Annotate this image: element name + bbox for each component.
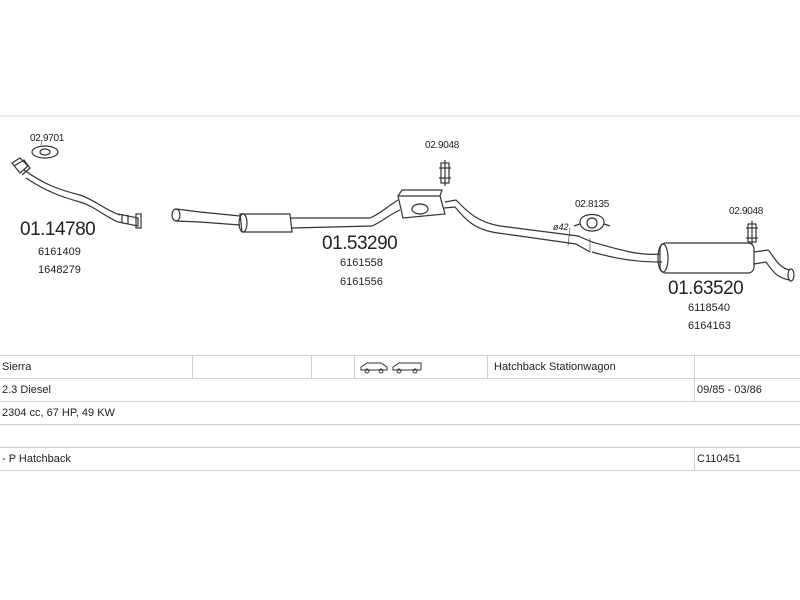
spec-model: Sierra [0,355,193,379]
middle-silencer-oe-2: 6161556 [340,276,383,288]
rear-silencer-number: 01.63520 [668,278,744,299]
vehicle-spec-table: Sierra Hatchback Stationwagon 2.3 Diesel… [0,355,800,471]
spec-row-engine: 2.3 Diesel 09/85 - 03/86 [0,378,800,402]
spec-variant: - P Hatchback [0,447,695,471]
spec-row-variant: - P Hatchback C110451 [0,447,800,471]
front-pipe-oe-2: 1648279 [38,264,81,276]
hatchback-car-icon [360,362,388,374]
hanger-number-middle: 02.9048 [425,140,460,151]
body-type-icons [354,355,488,379]
hanger-02-9048-rear [746,221,758,244]
rear-silencer-oe-1: 6118540 [688,302,731,314]
middle-silencer-number: 01.53290 [322,233,398,254]
stationwagon-car-icon [392,362,422,374]
hanger-02-9048-middle [439,160,451,186]
rear-silencer-oe-2: 6164163 [688,320,731,332]
clamp-diameter: ø42 [553,222,569,232]
spec-production: 09/85 - 03/86 [694,378,800,402]
hanger-number-rear: 02.9048 [729,206,764,217]
clamp-02-8135 [567,213,611,252]
spec-row-power: 2304 cc, 67 HP, 49 KW [0,401,800,425]
front-pipe-01-14780 [11,157,142,229]
front-pipe-oe-1: 6161409 [38,246,81,258]
spec-power: 2304 cc, 67 HP, 49 KW [0,401,800,425]
spec-row-model: Sierra Hatchback Stationwagon [0,355,800,379]
spec-body-types: Hatchback Stationwagon [487,355,695,379]
gasket-02-9701 [31,139,59,159]
spec-code: C110451 [694,447,800,471]
middle-silencer-oe-1: 6161558 [340,257,383,269]
clamp-number: 02.8135 [575,199,610,210]
middle-silencer-01-53290 [171,189,593,253]
rear-silencer-01-63520 [591,241,795,282]
gasket-number: 02.9701 [30,133,65,144]
spec-row-empty [0,424,800,448]
spec-engine: 2.3 Diesel [0,378,695,402]
front-pipe-number: 01.14780 [20,219,96,240]
